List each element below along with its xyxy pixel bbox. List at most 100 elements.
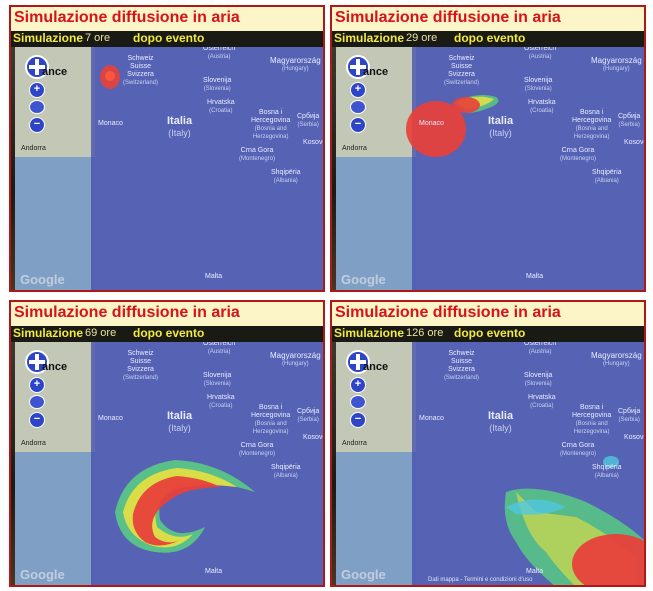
event-label: dopo evento [454,31,526,45]
simulation-overlay [412,47,644,290]
panel-title-bar: Simulazione diffusione in aria [11,7,323,32]
zoom-out-icon[interactable]: − [29,412,45,428]
panel-subtitle-bar: Simulazione 7 ore dopo evento [11,31,323,47]
simulation-label: Simulazione [13,326,84,340]
hours-label: 69 ore [85,327,117,339]
simulation-overlay [91,342,323,585]
zoom-slider[interactable] [29,100,45,114]
map-label-crna-gora: Crna Gora(Montenegro) [239,442,276,457]
map-label-malta: Malta [205,568,223,575]
map-label-kosovo: Kosovo [303,434,325,441]
map-label-hrvatska: Hrvatska(Croatia) [528,99,556,114]
google-logo: Google [341,272,386,287]
map-label-ance: ance [42,66,68,78]
sea-area [336,452,416,585]
pan-control-icon[interactable] [346,350,370,374]
map-label-kosovo: Kosovo [303,139,325,146]
simulation-overlay [91,47,323,290]
event-label: dopo evento [133,31,205,45]
pan-control-icon[interactable] [25,350,49,374]
map-label-malta: Malta [205,273,223,280]
simulation-label: Simulazione [334,31,405,45]
hours-label: 29 ore [406,32,438,44]
zoom-out-icon[interactable]: − [350,117,366,133]
panel-title: Simulazione diffusione in aria [335,304,561,321]
map-credits[interactable]: Dati mappa - Termini e condizioni d'uso [428,577,533,583]
map-label-magyarorszag: Magyarország(Hungary) [591,56,642,73]
map-label-italia: Italia(Italy) [488,410,514,433]
simulation-panel-0: Simulazione diffusione in aria Simulazio… [9,5,325,292]
map-label-italia: Italia(Italy) [167,115,193,138]
map-label-monaco: Monaco [98,415,123,422]
map-label-ance: ance [363,361,389,373]
map-label-andorra: Andorra [21,440,46,447]
map-label-monaco: Monaco [98,120,123,127]
map-label-osterreich: Österreich(Austria) [203,342,236,355]
map-label-magyarorszag: Magyarország(Hungary) [591,351,642,368]
map-label-andorra: Andorra [342,440,367,447]
panel-title-bar: Simulazione diffusione in aria [332,302,644,327]
map-label-magyarorszag: Magyarország(Hungary) [270,351,321,368]
map-label-monaco: Monaco [419,120,444,127]
map-label-srbija: Србија(Serbia) [297,113,320,128]
diffusion-plume [115,460,255,553]
map-label-osterreich: Österreich(Austria) [524,47,557,60]
map-label-ance: ance [42,361,68,373]
zoom-out-icon[interactable]: − [29,117,45,133]
zoom-in-icon[interactable]: + [29,377,45,393]
sea-area [15,157,95,290]
pan-control-icon[interactable] [346,55,370,79]
zoom-slider[interactable] [350,100,366,114]
map-label-crna-gora: Crna Gora(Montenegro) [239,147,276,162]
zoom-slider[interactable] [29,395,45,409]
map-label-shqiperia: Shqipëria(Albania) [271,169,301,184]
map-label-slovenija: Slovenija(Slovenia) [524,77,553,92]
sea-area [15,452,95,585]
panel-title: Simulazione diffusione in aria [335,9,561,26]
zoom-in-icon[interactable]: + [350,82,366,98]
map-label-srbija: Србија(Serbia) [618,408,641,423]
map-label-ance: ance [363,66,389,78]
map-controls: + − [25,55,49,133]
map-label-malta: Malta [526,273,544,280]
map-label-slovenija: Slovenija(Slovenia) [524,372,553,387]
zoom-in-icon[interactable]: + [350,377,366,393]
event-label: dopo evento [454,326,526,340]
map-label-shqiperia: Shqipëria(Albania) [271,464,301,479]
google-logo: Google [341,567,386,582]
map-label-hrvatska: Hrvatska(Croatia) [207,394,235,409]
simulation-label: Simulazione [13,31,84,45]
zoom-in-icon[interactable]: + [29,82,45,98]
sea-area [336,157,416,290]
panel-title-bar: Simulazione diffusione in aria [332,7,644,32]
simulation-panel-2: Simulazione diffusione in aria Simulazio… [9,300,325,587]
map-label-srbija: Србија(Serbia) [297,408,320,423]
hours-label: 7 ore [85,32,111,44]
map-controls: + − [25,350,49,428]
pan-control-icon[interactable] [25,55,49,79]
zoom-out-icon[interactable]: − [350,412,366,428]
hours-label: 126 ore [406,327,444,339]
panel-subtitle-bar: Simulazione 69 ore dopo evento [11,326,323,342]
zoom-slider[interactable] [350,395,366,409]
map-label-hrvatska: Hrvatska(Croatia) [528,394,556,409]
diffusion-plume [504,456,644,585]
diffusion-plume [406,95,499,157]
map-label-magyarorszag: Magyarország(Hungary) [270,56,321,73]
panel-title: Simulazione diffusione in aria [14,304,240,321]
map-label-hrvatska: Hrvatska(Croatia) [207,99,235,114]
simulation-label: Simulazione [334,326,405,340]
map-controls: + − [346,55,370,133]
panel-title-bar: Simulazione diffusione in aria [11,302,323,327]
